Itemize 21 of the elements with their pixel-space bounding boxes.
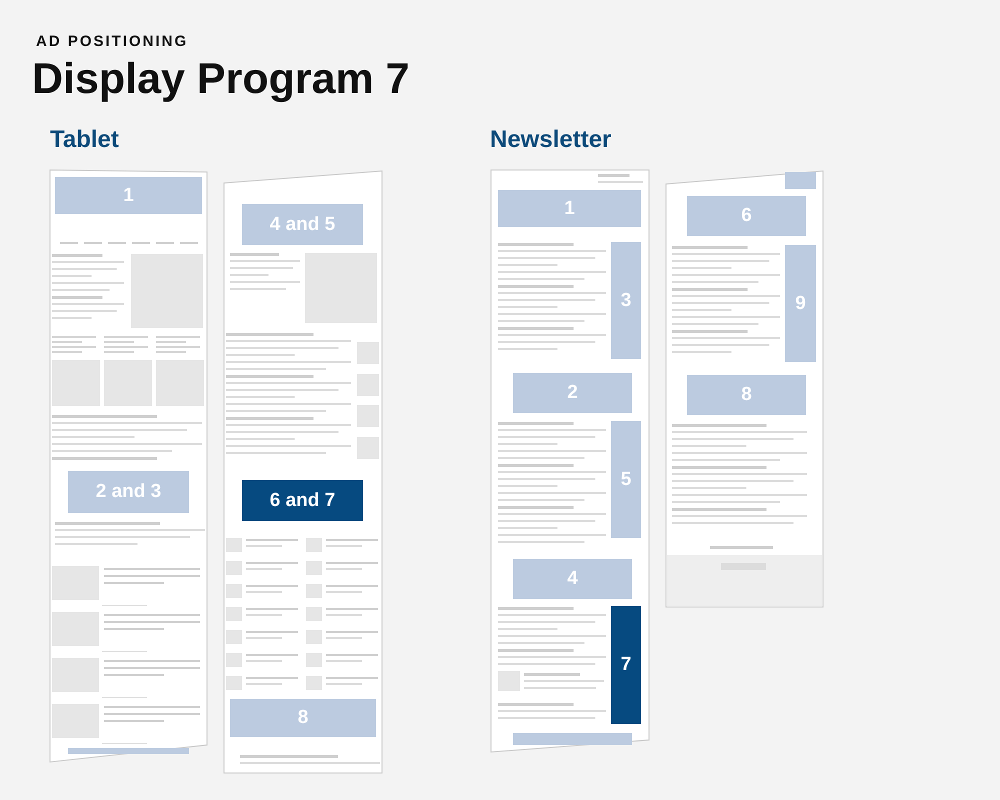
ad-slot: 7 bbox=[611, 606, 641, 724]
ad-slot: 8 bbox=[687, 375, 806, 415]
section-heading: Newsletter bbox=[490, 126, 612, 154]
ad-slot: 2 bbox=[513, 373, 632, 413]
section-heading: Tablet bbox=[50, 126, 119, 154]
ad-slot: 6 and 7 bbox=[242, 480, 363, 521]
kicker-text: AD POSITIONING bbox=[36, 33, 188, 50]
ad-slot: 4 and 5 bbox=[242, 204, 363, 245]
ad-slot-bar bbox=[785, 172, 816, 189]
title: Display Program 7 bbox=[32, 55, 410, 104]
ad-slot: 2 and 3 bbox=[68, 471, 189, 513]
ad-slot-bar bbox=[68, 748, 189, 754]
ad-slot: 6 bbox=[687, 196, 806, 236]
ad-slot: 4 bbox=[513, 559, 632, 599]
ad-slot: 8 bbox=[230, 699, 376, 737]
ad-slot: 5 bbox=[611, 421, 641, 538]
ad-slot: 3 bbox=[611, 242, 641, 359]
ad-slot: 9 bbox=[785, 245, 816, 362]
ad-slot: 1 bbox=[55, 177, 202, 214]
ad-slot-bar bbox=[513, 733, 632, 745]
ad-slot: 1 bbox=[498, 190, 641, 227]
